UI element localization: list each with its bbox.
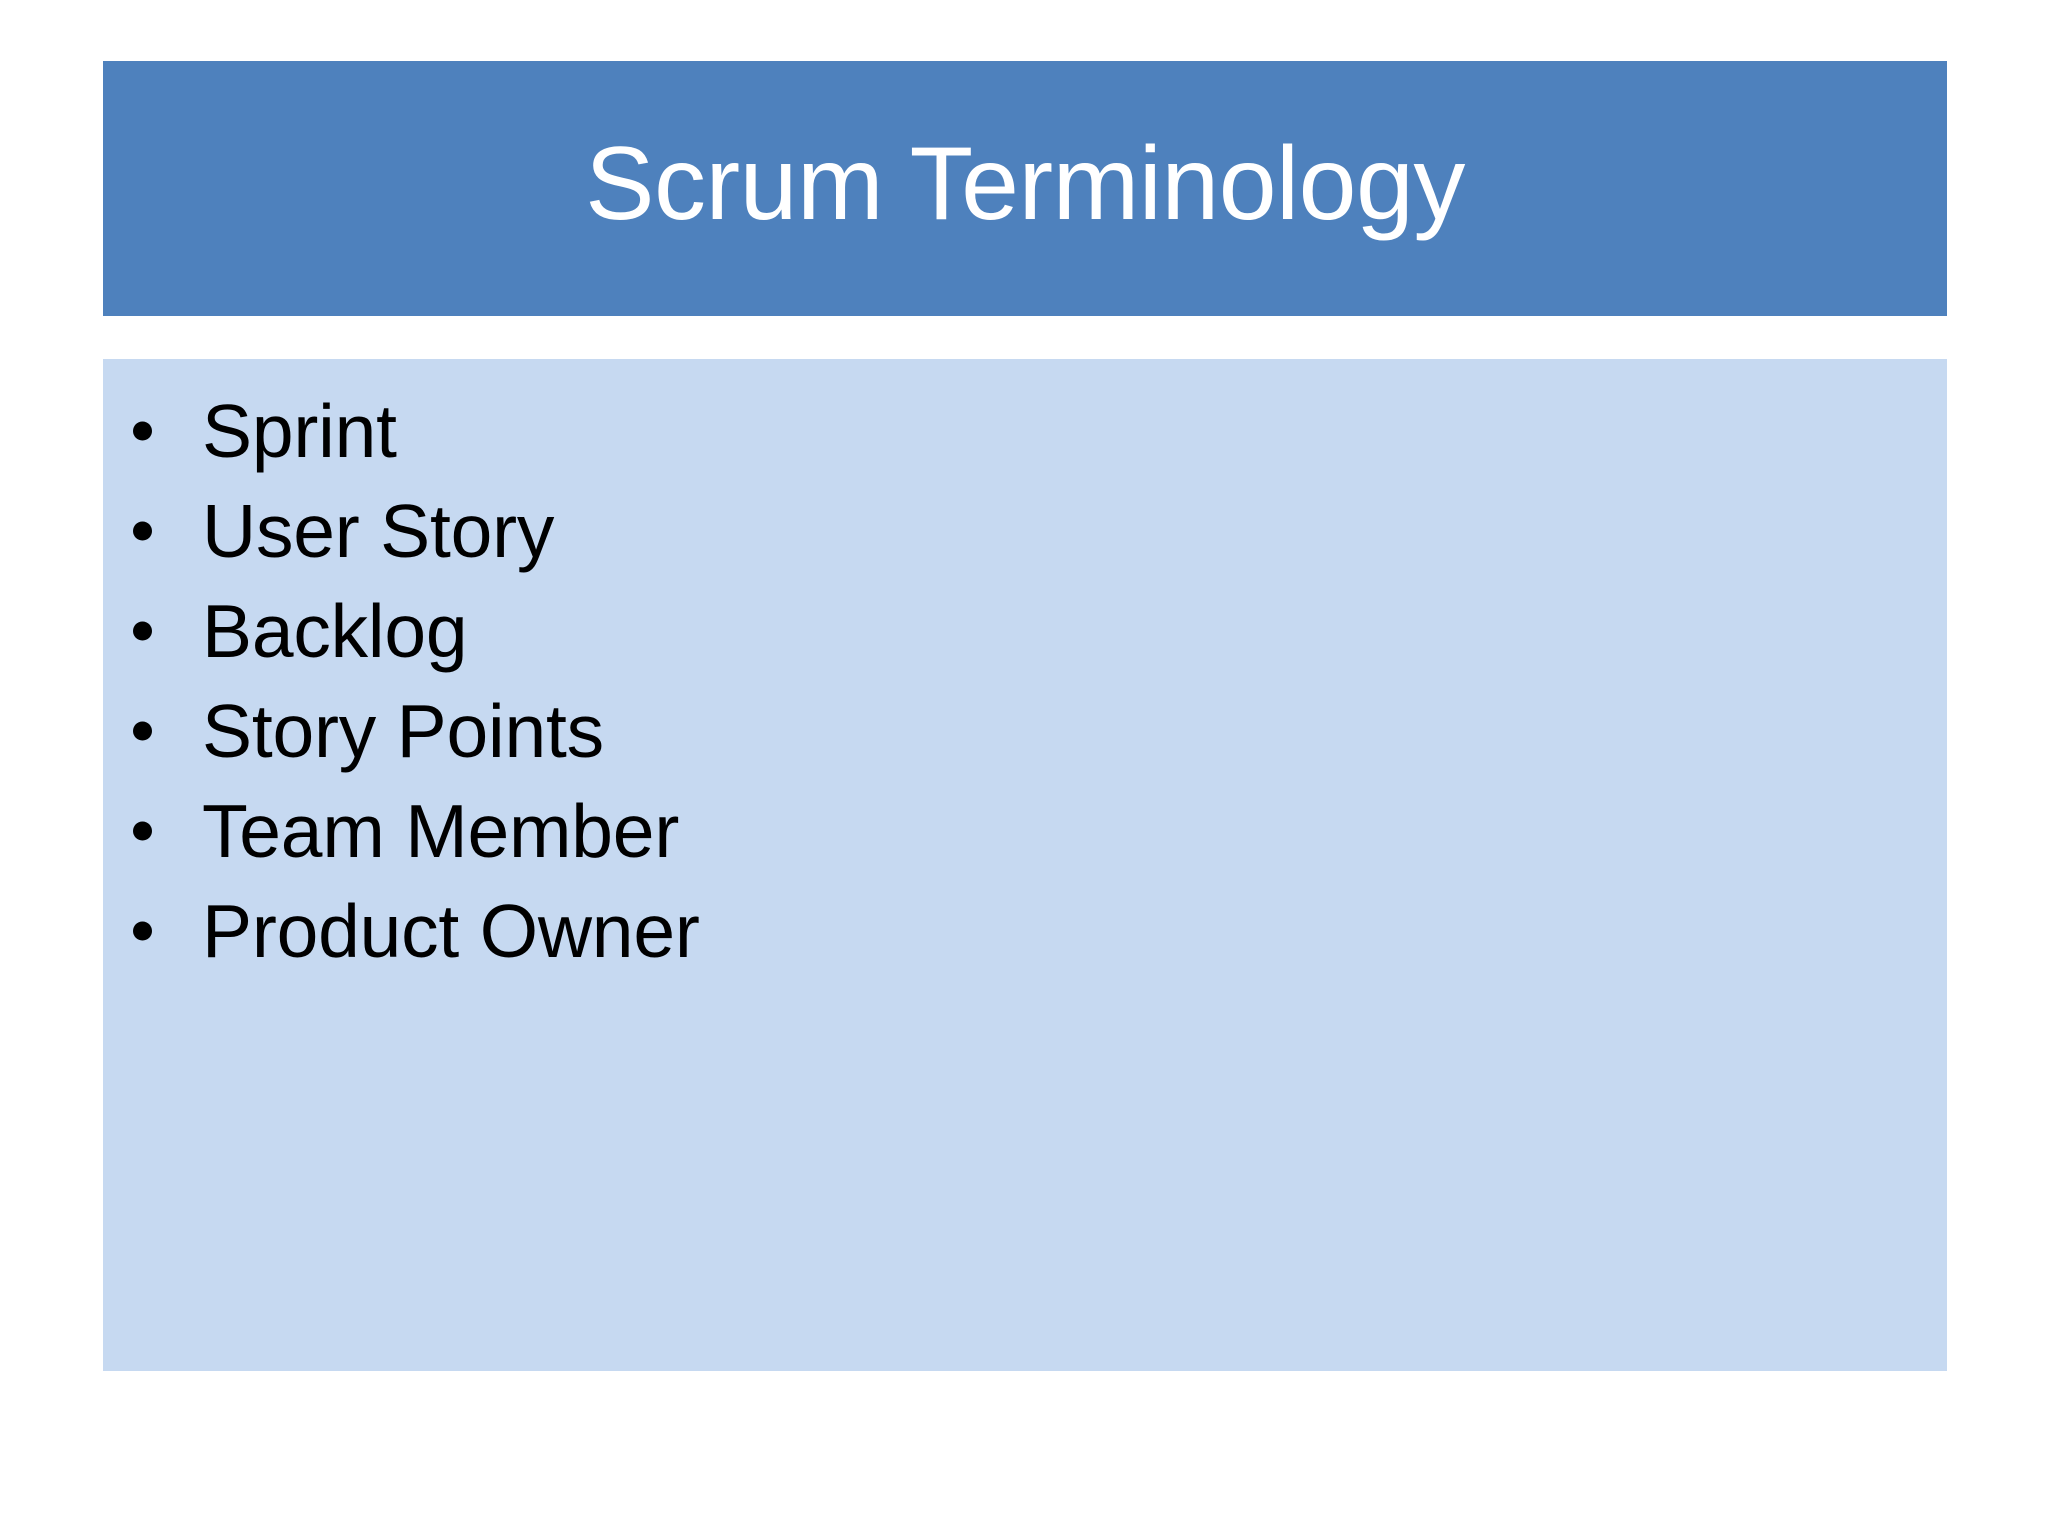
- bullet-point-icon: [133, 421, 152, 441]
- page-title: Scrum Terminology: [585, 125, 1465, 242]
- bullet-point-icon: [133, 821, 152, 841]
- list-item-label: Product Owner: [202, 888, 700, 973]
- list-item: User Story: [103, 481, 1947, 581]
- list-item: Story Points: [103, 681, 1947, 781]
- list-item-label: User Story: [202, 488, 555, 573]
- terminology-bullet-list: Sprint User Story Backlog Story Points T…: [103, 381, 1947, 981]
- list-item-label: Story Points: [202, 688, 604, 773]
- list-item-label: Backlog: [202, 588, 468, 673]
- slide-content-panel: Sprint User Story Backlog Story Points T…: [103, 359, 1947, 1371]
- list-item-label: Sprint: [202, 388, 397, 473]
- list-item-label: Team Member: [202, 788, 680, 873]
- list-item: Sprint: [103, 381, 1947, 481]
- bullet-point-icon: [133, 721, 152, 741]
- bullet-point-icon: [133, 521, 152, 541]
- list-item: Team Member: [103, 781, 1947, 881]
- slide-title-bar: Scrum Terminology: [103, 61, 1947, 316]
- list-item: Product Owner: [103, 881, 1947, 981]
- bullet-point-icon: [133, 621, 152, 641]
- list-item: Backlog: [103, 581, 1947, 681]
- bullet-point-icon: [133, 921, 152, 941]
